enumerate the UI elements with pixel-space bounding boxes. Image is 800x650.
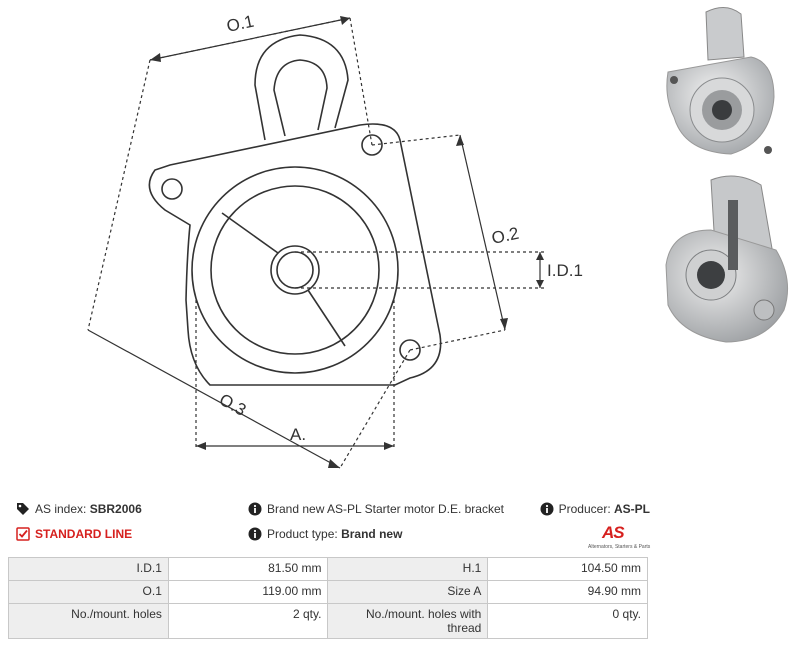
label-o1: O.1 <box>225 12 256 36</box>
as-index-value: SBR2006 <box>89 502 142 516</box>
info-icon <box>540 502 554 516</box>
table-row: No./mount. holes 2 qty. No./mount. holes… <box>8 603 648 639</box>
producer-label: Producer: <box>558 502 611 516</box>
tag-icon <box>16 502 30 516</box>
info-row-2: STANDARD LINE Product type: Brand new <box>16 527 650 549</box>
product-photo-side <box>656 170 796 350</box>
table-row: I.D.1 81.50 mm H.1 104.50 mm <box>8 557 648 581</box>
mount-hole-top-right <box>361 134 383 156</box>
info-icon <box>248 502 262 516</box>
spec-table: I.D.1 81.50 mm H.1 104.50 mm O.1 119.00 … <box>8 557 648 639</box>
inner-ring <box>210 185 380 355</box>
spec-label: O.1 <box>8 580 169 604</box>
spec-value: 104.50 mm <box>487 557 648 581</box>
bore-outer <box>270 245 320 295</box>
description-text: Brand new AS-PL Starter motor D.E. brack… <box>267 502 504 516</box>
as-logo: AS Alternators, Starters & Parts <box>588 523 650 553</box>
label-a: A. <box>290 425 306 444</box>
spec-value: 0 qty. <box>487 603 648 639</box>
mount-hole-left <box>161 178 183 200</box>
as-index-label: AS index: <box>35 502 87 516</box>
product-type-value: Brand new <box>341 527 403 541</box>
description: Brand new AS-PL Starter motor D.E. brack… <box>248 502 504 516</box>
logo-tagline: Alternators, Starters & Parts <box>588 544 651 550</box>
spec-value: 81.50 mm <box>167 557 329 581</box>
checkbox-checked-icon <box>16 527 30 541</box>
spec-label: H.1 <box>327 557 489 581</box>
spec-label: No./mount. holes <box>8 603 169 639</box>
label-id1: I.D.1 <box>547 261 583 280</box>
producer-value: AS-PL <box>614 502 650 516</box>
spec-label: Size A <box>327 580 489 604</box>
spec-value: 94.90 mm <box>487 580 648 604</box>
product-photo-front <box>656 2 796 162</box>
spec-value: 119.00 mm <box>167 580 329 604</box>
producer: Producer: AS-PL <box>540 502 650 516</box>
product-type-label: Product type: <box>267 527 338 541</box>
bore-inner <box>276 251 314 289</box>
logo-mark: AS <box>602 523 625 542</box>
info-row-1: AS index: SBR2006 Brand new AS-PL Starte… <box>16 502 650 524</box>
spec-value: 2 qty. <box>167 603 329 639</box>
standard-line-label: STANDARD LINE <box>35 527 133 541</box>
standard-line: STANDARD LINE <box>16 527 132 541</box>
spec-label: I.D.1 <box>8 557 169 581</box>
spec-label: No./mount. holes with thread <box>327 603 489 639</box>
bracket-outline <box>148 123 442 386</box>
outer-ring <box>191 166 399 374</box>
technical-drawing: O.1 O.2 I.D.1 O.3 A. <box>87 12 583 469</box>
info-icon <box>248 527 262 541</box>
product-type: Product type: Brand new <box>248 527 402 541</box>
label-o2: O.2 <box>490 224 521 248</box>
mount-hole-bottom-right <box>399 339 421 361</box>
bracket-lug <box>254 34 349 141</box>
table-row: O.1 119.00 mm Size A 94.90 mm <box>8 580 648 604</box>
as-index: AS index: SBR2006 <box>16 502 142 516</box>
